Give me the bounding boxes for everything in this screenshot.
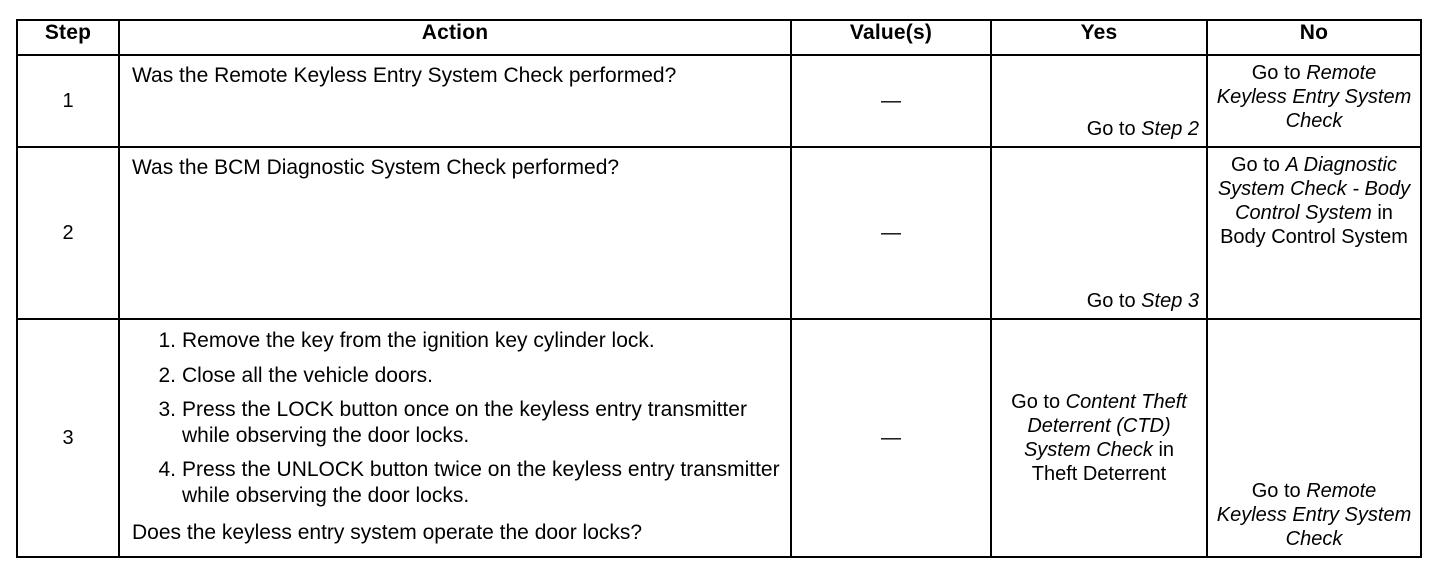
value-cell: — [790, 318, 992, 558]
no-instruction: Go to A Diagnostic System Check - Body C… [1208, 148, 1420, 254]
list-item-text: Press the UNLOCK button twice on the key… [182, 458, 780, 508]
step-number: 1 [62, 89, 74, 112]
yes-reference: Content Theft Deterrent (CTD) System Che… [1023, 391, 1187, 461]
list-item: 2.Close all the vehicle doors. [120, 363, 790, 389]
no-instruction: Go to Remote Keyless Entry System Check [1208, 56, 1420, 138]
no-suffix: in Body Control System [1220, 202, 1408, 248]
no-cell: Go to Remote Keyless Entry System Check [1206, 54, 1422, 148]
yes-prefix: Go to [1086, 290, 1142, 312]
list-item: 1. Remove the key from the ignition key c… [120, 328, 790, 354]
no-instruction: Go to Remote Keyless Entry System Check [1208, 474, 1420, 556]
diagnostic-steps-table: Step Action Value(s) Yes No 1 Was the Re… [16, 19, 1422, 558]
list-item: 4.Press the UNLOCK button twice on the k… [120, 457, 790, 508]
list-item-number: 3. [158, 398, 176, 422]
column-header-action: Action [118, 19, 792, 56]
column-header-no: No [1206, 19, 1422, 56]
table-body: 1 Was the Remote Keyless Entry System Ch… [16, 54, 1422, 558]
column-header-yes: Yes [990, 19, 1208, 56]
list-item-text: Remove the key from the ignition key cyl… [182, 329, 655, 352]
no-cell: Go to Remote Keyless Entry System Check [1206, 318, 1422, 558]
no-reference: Remote Keyless Entry System Check [1216, 62, 1412, 132]
yes-instruction: Go to Step 3 [992, 284, 1206, 318]
yes-cell: Go to Content Theft Deterrent (CTD) Syst… [990, 318, 1208, 558]
list-item-number: 2. [158, 363, 176, 387]
action-closing-question: Does the keyless entry system operate th… [132, 520, 643, 544]
yes-cell: Go to Step 2 [990, 54, 1208, 148]
step-number-cell: 2 [16, 146, 120, 320]
yes-suffix: in Theft Deterrent [1031, 439, 1175, 485]
action-question: Was the BCM Diagnostic System Check perf… [132, 156, 620, 179]
yes-prefix: Go to [1086, 118, 1142, 140]
yes-reference: Step 3 [1141, 290, 1199, 312]
list-item-text: Press the LOCK button once on the keyles… [182, 398, 747, 447]
value-dash: — [881, 89, 901, 112]
action-cell: Was the BCM Diagnostic System Check perf… [118, 146, 792, 320]
column-header-step: Step [16, 19, 120, 56]
table-row: 2 Was the BCM Diagnostic System Check pe… [16, 146, 1422, 320]
no-reference: Remote Keyless Entry System Check [1216, 480, 1412, 550]
no-cell: Go to A Diagnostic System Check - Body C… [1206, 146, 1422, 320]
action-substep-list: 1. Remove the key from the ignition key c… [120, 328, 790, 509]
list-item-number: 1. [158, 329, 176, 352]
yes-instruction: Go to Step 2 [992, 112, 1206, 146]
action-cell: 1. Remove the key from the ignition key c… [118, 318, 792, 558]
step-number: 2 [62, 221, 74, 244]
action-cell: Was the Remote Keyless Entry System Chec… [118, 54, 792, 148]
header-row: Step Action Value(s) Yes No [16, 19, 1422, 56]
yes-instruction: Go to Content Theft Deterrent (CTD) Syst… [992, 385, 1206, 491]
yes-cell: Go to Step 3 [990, 146, 1208, 320]
table-header: Step Action Value(s) Yes No [16, 19, 1422, 56]
step-number-cell: 1 [16, 54, 120, 148]
list-item-text: Close all the vehicle doors. [182, 363, 433, 387]
yes-reference: Step 2 [1141, 118, 1199, 140]
action-question: Was the Remote Keyless Entry System Chec… [132, 64, 677, 87]
column-header-values: Value(s) [790, 19, 992, 56]
value-dash: — [881, 426, 901, 449]
value-cell: — [790, 146, 992, 320]
no-prefix: Go to [1230, 154, 1286, 176]
no-prefix: Go to [1251, 62, 1307, 84]
yes-prefix: Go to [1011, 391, 1066, 413]
step-number: 3 [62, 426, 74, 449]
step-number-cell: 3 [16, 318, 120, 558]
table-row: 1 Was the Remote Keyless Entry System Ch… [16, 54, 1422, 148]
list-item: 3.Press the LOCK button once on the keyl… [120, 397, 790, 448]
table-row: 3 1. Remove the key from the ignition key… [16, 318, 1422, 558]
value-dash: — [881, 221, 901, 244]
value-cell: — [790, 54, 992, 148]
no-reference: A Diagnostic System Check - Body Control… [1217, 154, 1411, 224]
list-item-number: 4. [158, 458, 176, 482]
no-prefix: Go to [1251, 480, 1307, 502]
